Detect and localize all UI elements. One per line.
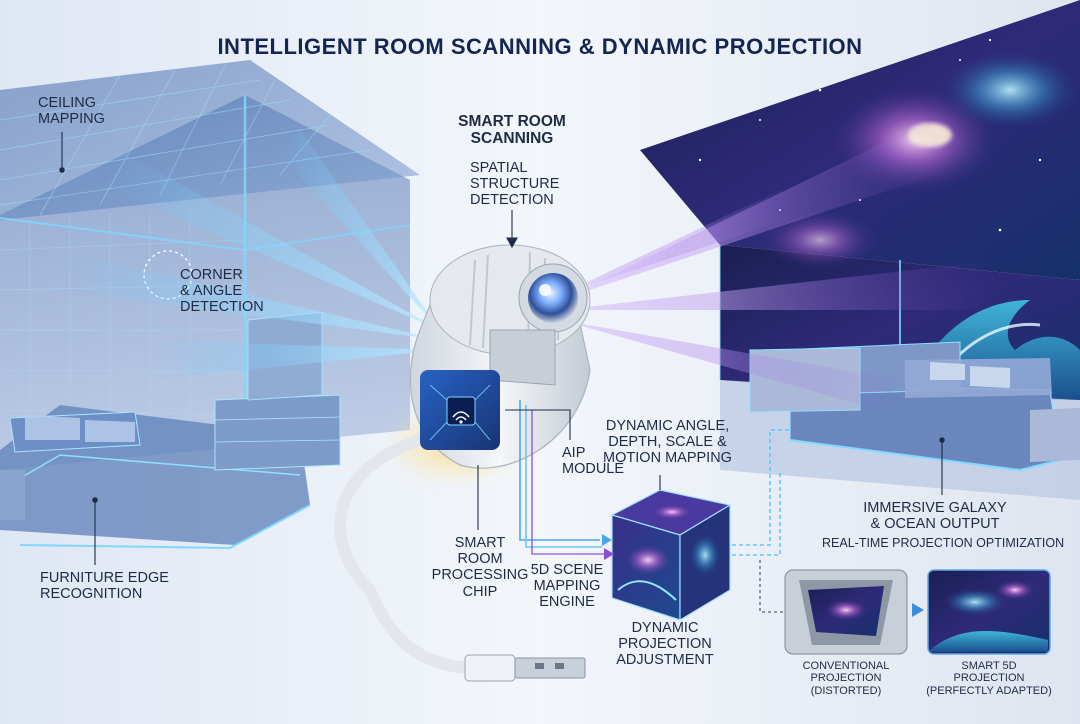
label-realtime-optimization: REAL-TIME PROJECTION OPTIMIZATION (822, 536, 1065, 550)
label-immersive-output: IMMERSIVE GALAXY & OCEAN OUTPUT (863, 500, 1007, 533)
label-spatial-structure: SPATIAL STRUCTURE DETECTION (470, 160, 560, 209)
label-smart-room-scanning: SMART ROOM SCANNING (458, 113, 566, 148)
usb-cable (334, 434, 426, 596)
label-dynamic-adjustment: DYNAMIC PROJECTION ADJUSTMENT (616, 620, 714, 669)
arrow-right-icon (912, 603, 924, 617)
scan-beams-left (60, 130, 440, 380)
label-dynamic-mapping: DYNAMIC ANGLE, DEPTH, SCALE & MOTION MAP… (603, 418, 732, 467)
label-corner-angle-detection: CORNER & ANGLE DETECTION (180, 267, 264, 316)
label-5d-engine: 5D SCENE MAPPING ENGINE (530, 562, 604, 611)
projector-device-icon (334, 244, 591, 682)
page-title: INTELLIGENT ROOM SCANNING & DYNAMIC PROJ… (217, 34, 863, 59)
label-furniture-edge: FURNITURE EDGE RECOGNITION (40, 570, 169, 603)
label-conventional-projection: CONVENTIONAL PROJECTION (DISTORTED) (802, 660, 890, 697)
scene-cube-icon (610, 489, 732, 622)
label-smart-room-chip: SMART ROOM PROCESSING CHIP (431, 535, 529, 600)
ceiling-grid (0, 64, 371, 216)
projection-beams-right (560, 120, 1000, 410)
label-smart-5d-projection: SMART 5D PROJECTION (PERFECTLY ADAPTED) (926, 660, 1052, 697)
star-field (698, 38, 1042, 232)
chip-wifi-icon (420, 370, 500, 450)
connector-lines (519, 400, 790, 613)
label-aip-module: AIP MODULE (562, 445, 625, 478)
conventional-projection-thumb (784, 569, 908, 655)
usb-plug-icon (464, 654, 586, 682)
smart-projection-thumb (927, 569, 1051, 655)
label-ceiling-mapping: CEILING MAPPING (38, 95, 105, 128)
leader-lines (59, 132, 945, 565)
bed-right (779, 341, 1061, 472)
